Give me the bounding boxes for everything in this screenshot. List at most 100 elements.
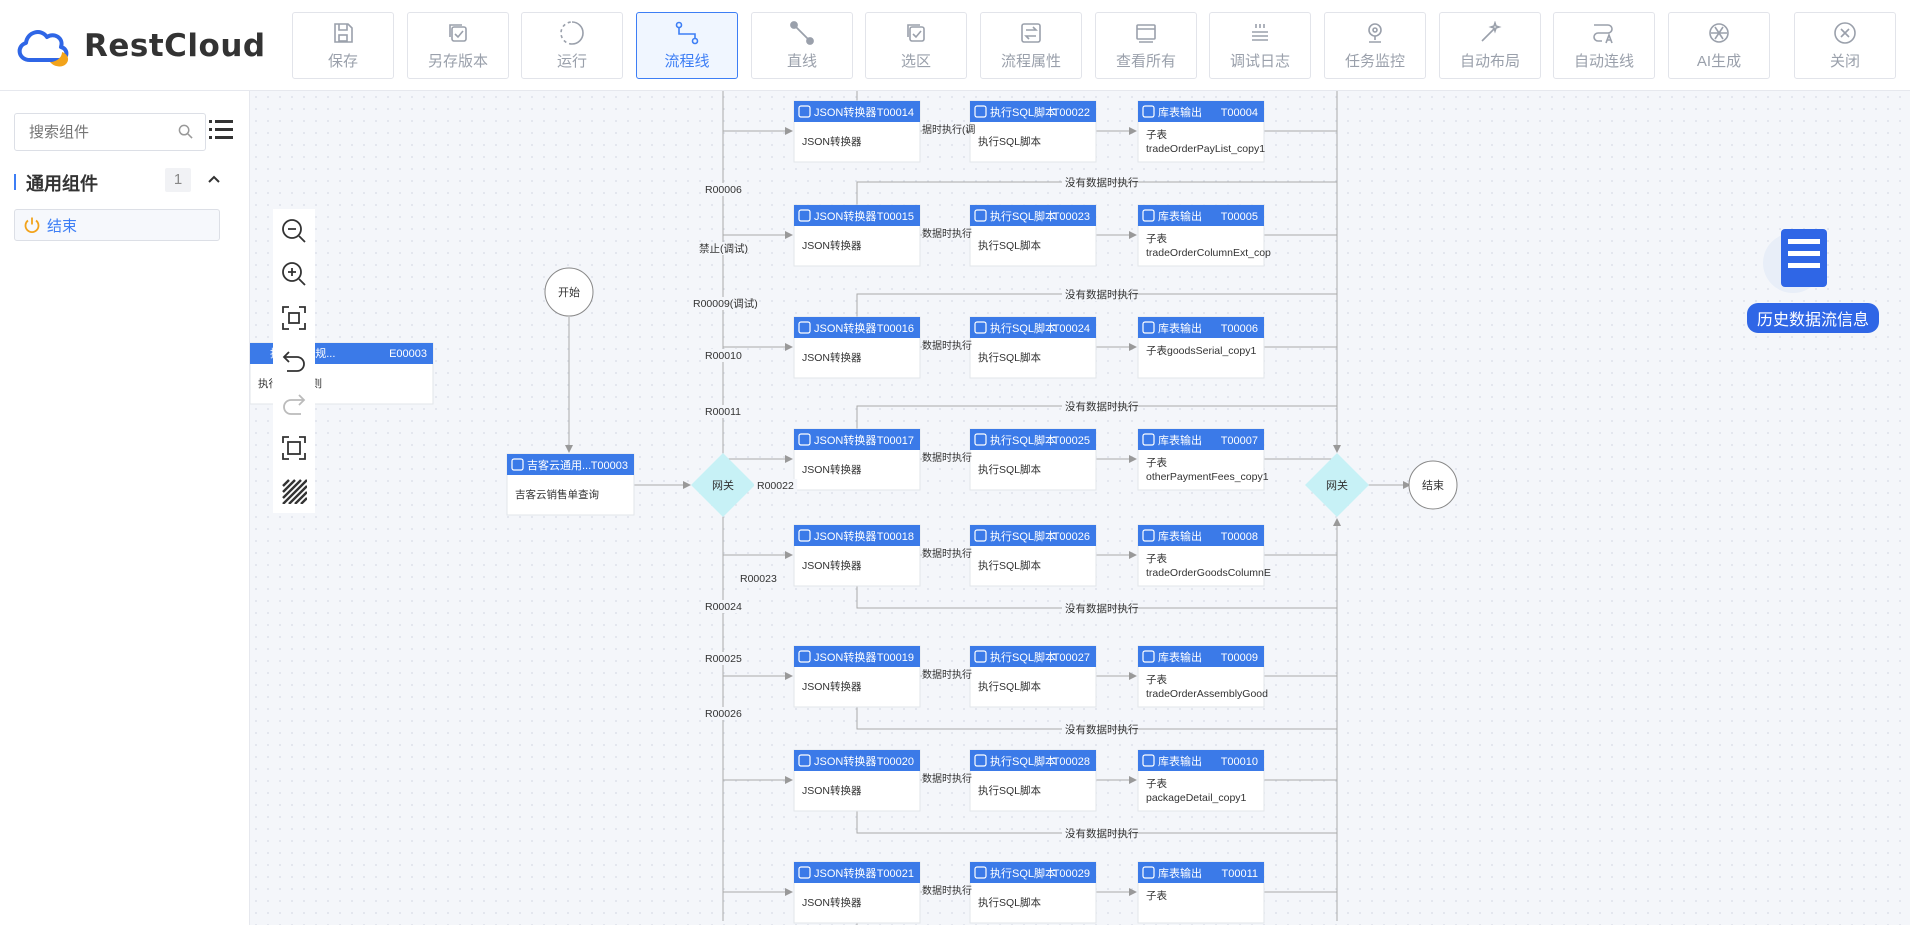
node-title: 执行SQL脚本 (990, 650, 1056, 664)
sql-icon (974, 209, 987, 222)
edge-label-text: 据时执行(调 (922, 123, 975, 136)
switch-icon (1018, 20, 1044, 46)
node-title: 执行SQL脚本 (990, 754, 1056, 768)
save-version-button[interactable]: 另存版本 (407, 12, 509, 79)
node-header (1138, 862, 1264, 883)
sql-icon (974, 650, 987, 663)
component-item-end[interactable]: 结束 (14, 209, 220, 241)
edge-label-text: R00025 (705, 653, 742, 665)
zoom-in-icon[interactable] (281, 261, 307, 287)
view-all-button[interactable]: 查看所有 (1095, 12, 1197, 79)
run-button[interactable]: 运行 (521, 12, 623, 79)
node-title: JSON转换器 (814, 105, 876, 119)
node-desc: 执行SQL脚本 (978, 239, 1042, 252)
edge-label-text: R00011 (705, 406, 741, 418)
list-view-icon[interactable] (209, 119, 233, 141)
edge-label-bg (696, 242, 740, 255)
node-title: 库表输出 (1158, 529, 1202, 543)
start-node[interactable]: 开始 (544, 267, 594, 317)
node-title: 吉客云通用... (527, 458, 591, 472)
undo-icon[interactable] (281, 348, 307, 374)
right-gateway[interactable]: 网关 (1305, 453, 1369, 517)
group-title: 通用组件 (26, 174, 98, 194)
task-monitor-button[interactable]: 任务监控 (1324, 12, 1426, 79)
edge-label-bg (702, 600, 746, 613)
flow-props-button[interactable]: 流程属性 (980, 12, 1082, 79)
straight-line-icon (789, 20, 815, 46)
no-data-bypass-line (856, 91, 858, 101)
actual-size-icon[interactable] (281, 435, 307, 461)
select-area-button[interactable]: 选区 (865, 12, 967, 79)
flow-canvas[interactable]: 没有数据时执行没有数据时执行没有数据时执行没有数据时执行没有数据时执行没有数据时… (250, 91, 1910, 925)
fit-view-icon[interactable] (281, 305, 307, 331)
json-sql-edge-label: 数据时执行 (922, 339, 972, 352)
ai-generate-button[interactable]: AI生成 (1668, 12, 1770, 79)
branch-label-r00022: R00022 (754, 479, 798, 492)
gateway-diamond (1305, 453, 1369, 517)
window-icon (1133, 20, 1159, 46)
node-id: T00019 (877, 652, 914, 664)
log-list-icon (1247, 20, 1273, 46)
node-desc: tradeOrderPayList_copy1 (1146, 143, 1265, 155)
end-node[interactable]: 结束 (1408, 460, 1458, 510)
debug-log-button[interactable]: 调试日志 (1209, 12, 1311, 79)
chevron-up-icon[interactable] (207, 172, 221, 186)
no-data-bypass-line (856, 586, 1337, 609)
close-button[interactable]: 关闭 (1794, 12, 1896, 79)
edge-label-text: 没有数据时执行 (1065, 827, 1139, 840)
flow-line-button[interactable]: 流程线 (636, 12, 738, 79)
node-desc: 执行SQL脚本 (978, 680, 1042, 693)
left-gateway[interactable]: 网关 (691, 453, 755, 517)
grid-pattern-icon[interactable] (281, 478, 307, 505)
component-group-general[interactable]: 通用组件 1 (14, 168, 232, 198)
cloud-logo-icon (17, 30, 69, 67)
sql-icon (974, 433, 987, 446)
no-data-label: 没有数据时执行 (1062, 176, 1139, 189)
redo-icon[interactable] (281, 391, 307, 417)
branch-label-r00026: R00026 (702, 707, 746, 720)
node-id: T00024 (1053, 323, 1090, 335)
component-search-input[interactable] (15, 114, 181, 150)
save-button[interactable]: 保存 (292, 12, 394, 79)
json-sql-edge-label: 数据时执行 (922, 227, 972, 240)
auto-connect-icon (1591, 20, 1617, 46)
auto-layout-button[interactable]: 自动布局 (1439, 12, 1541, 79)
no-data-bypass-line (856, 405, 1337, 429)
edge-label-text: 数据时执行 (922, 339, 972, 352)
gateway-label: 网关 (1326, 478, 1348, 492)
no-data-label: 没有数据时执行 (1062, 723, 1139, 736)
zoom-out-icon[interactable] (281, 218, 307, 244)
straight-line-button[interactable]: 直线 (751, 12, 853, 79)
node-desc: 执行SQL脚本 (978, 559, 1042, 572)
close-circle-icon (1832, 20, 1858, 46)
auto-connect-button[interactable]: 自动连线 (1553, 12, 1655, 79)
ai-knot-icon (1706, 20, 1732, 46)
edge-label-text: 数据时执行 (922, 451, 972, 464)
search-icon[interactable] (178, 124, 193, 139)
